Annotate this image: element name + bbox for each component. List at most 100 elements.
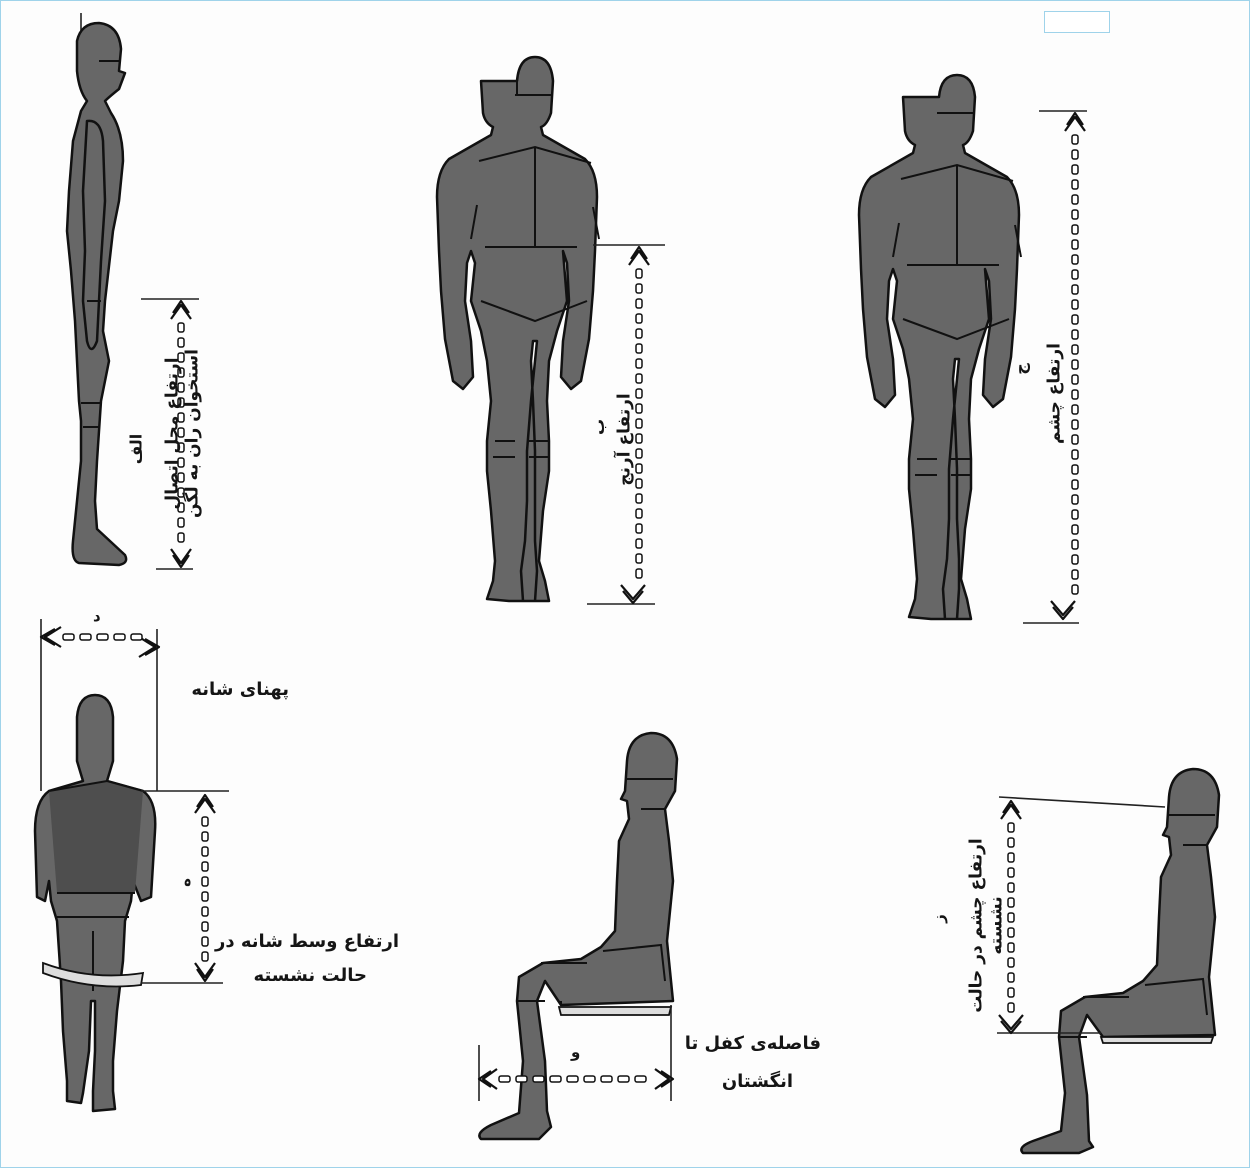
dash-h [202, 952, 208, 961]
dash-b [636, 539, 642, 548]
dash-c [1072, 225, 1078, 234]
dash-b [636, 389, 642, 398]
dash-z [1008, 988, 1014, 997]
figure-b-standing-front [437, 57, 599, 601]
label-z-line2: نشسته [989, 836, 1006, 1016]
label-v-line1: فاصله‌ی کفل تا [677, 1035, 821, 1053]
dash-c [1072, 435, 1078, 444]
dash-b [636, 344, 642, 353]
dash-b [636, 419, 642, 428]
dash-b [636, 449, 642, 458]
dash-b [636, 359, 642, 368]
dash-c [1072, 210, 1078, 219]
dash-c [1072, 465, 1078, 474]
label-d-text: پهنای شانه [199, 681, 289, 699]
dash-h [202, 847, 208, 856]
dash-b [636, 314, 642, 323]
dash-c [1072, 180, 1078, 189]
label-h-line2: حالت نشسته [223, 967, 367, 985]
dash-b [636, 524, 642, 533]
dash-d [97, 634, 108, 640]
dash-b [636, 269, 642, 278]
dash-z [1008, 913, 1014, 922]
dash-c [1072, 240, 1078, 249]
dash-v [533, 1076, 544, 1082]
label-a-letter: الف [128, 434, 144, 465]
dash-c [1072, 555, 1078, 564]
dash-z [1008, 838, 1014, 847]
dash-v [550, 1076, 561, 1082]
dash-b [636, 509, 642, 518]
dash-v [635, 1076, 646, 1082]
dash-z [1008, 1003, 1014, 1012]
dash-c [1072, 270, 1078, 279]
dash-c [1072, 495, 1078, 504]
dash-d [80, 634, 91, 640]
dash-z [1008, 883, 1014, 892]
label-z-letter: ز [932, 914, 947, 923]
dash-c [1072, 300, 1078, 309]
dash-h [202, 922, 208, 931]
figure-a-standing-side [67, 13, 126, 565]
figure-c-standing-front [859, 75, 1021, 619]
label-h-line1: ارتفاع وسط شانه در [223, 933, 399, 951]
dash-h [202, 832, 208, 841]
label-d-letter: د [93, 609, 101, 624]
dash-c [1072, 420, 1078, 429]
dash-c [1072, 255, 1078, 264]
dash-z [1008, 943, 1014, 952]
dash-z [1008, 898, 1014, 907]
dash-c [1072, 195, 1078, 204]
dash-c [1072, 345, 1078, 354]
label-h-letter: ه [178, 878, 193, 887]
dash-z [1008, 973, 1014, 982]
dash-b [636, 479, 642, 488]
dash-c [1072, 480, 1078, 489]
dash-z [1008, 928, 1014, 937]
dash-z [1008, 823, 1014, 832]
dash-c [1072, 330, 1078, 339]
dash-v [567, 1076, 578, 1082]
dash-b [636, 464, 642, 473]
dash-b [636, 329, 642, 338]
dash-c [1072, 315, 1078, 324]
figure-z-seated-side [1021, 769, 1219, 1153]
dash-b [636, 299, 642, 308]
figure-dh-seated-back [35, 695, 155, 1111]
dash-c [1072, 390, 1078, 399]
dash-z [1008, 958, 1014, 967]
dash-c [1072, 570, 1078, 579]
dash-h [202, 892, 208, 901]
dash-c [1072, 510, 1078, 519]
label-b-text: ارتفاع آرنج [617, 370, 634, 510]
dash-b [636, 434, 642, 443]
dash-b [636, 404, 642, 413]
label-a-line1: ارتفاع محل اتصال [165, 314, 182, 554]
label-z-line1: ارتفاع چشم در حالت [969, 836, 986, 1016]
dash-z [1008, 868, 1014, 877]
dash-v [516, 1076, 527, 1082]
dash-z [1008, 853, 1014, 862]
dash-c [1072, 375, 1078, 384]
dash-c [1072, 285, 1078, 294]
dash-d [131, 634, 142, 640]
dash-h [202, 862, 208, 871]
dash-b [636, 569, 642, 578]
dash-v [618, 1076, 629, 1082]
dash-h [202, 817, 208, 826]
label-a-line2: استخوان ران به لگن [185, 314, 202, 554]
dash-c [1072, 585, 1078, 594]
dash-d [114, 634, 125, 640]
dash-c [1072, 360, 1078, 369]
label-v-line2: انگشتان [677, 1073, 793, 1091]
dash-h [202, 877, 208, 886]
dash-b [636, 374, 642, 383]
dash-b [636, 284, 642, 293]
dash-c [1072, 540, 1078, 549]
dash-c [1072, 150, 1078, 159]
label-c-letter: ج [1013, 363, 1029, 375]
dash-b [636, 494, 642, 503]
dash-c [1072, 405, 1078, 414]
